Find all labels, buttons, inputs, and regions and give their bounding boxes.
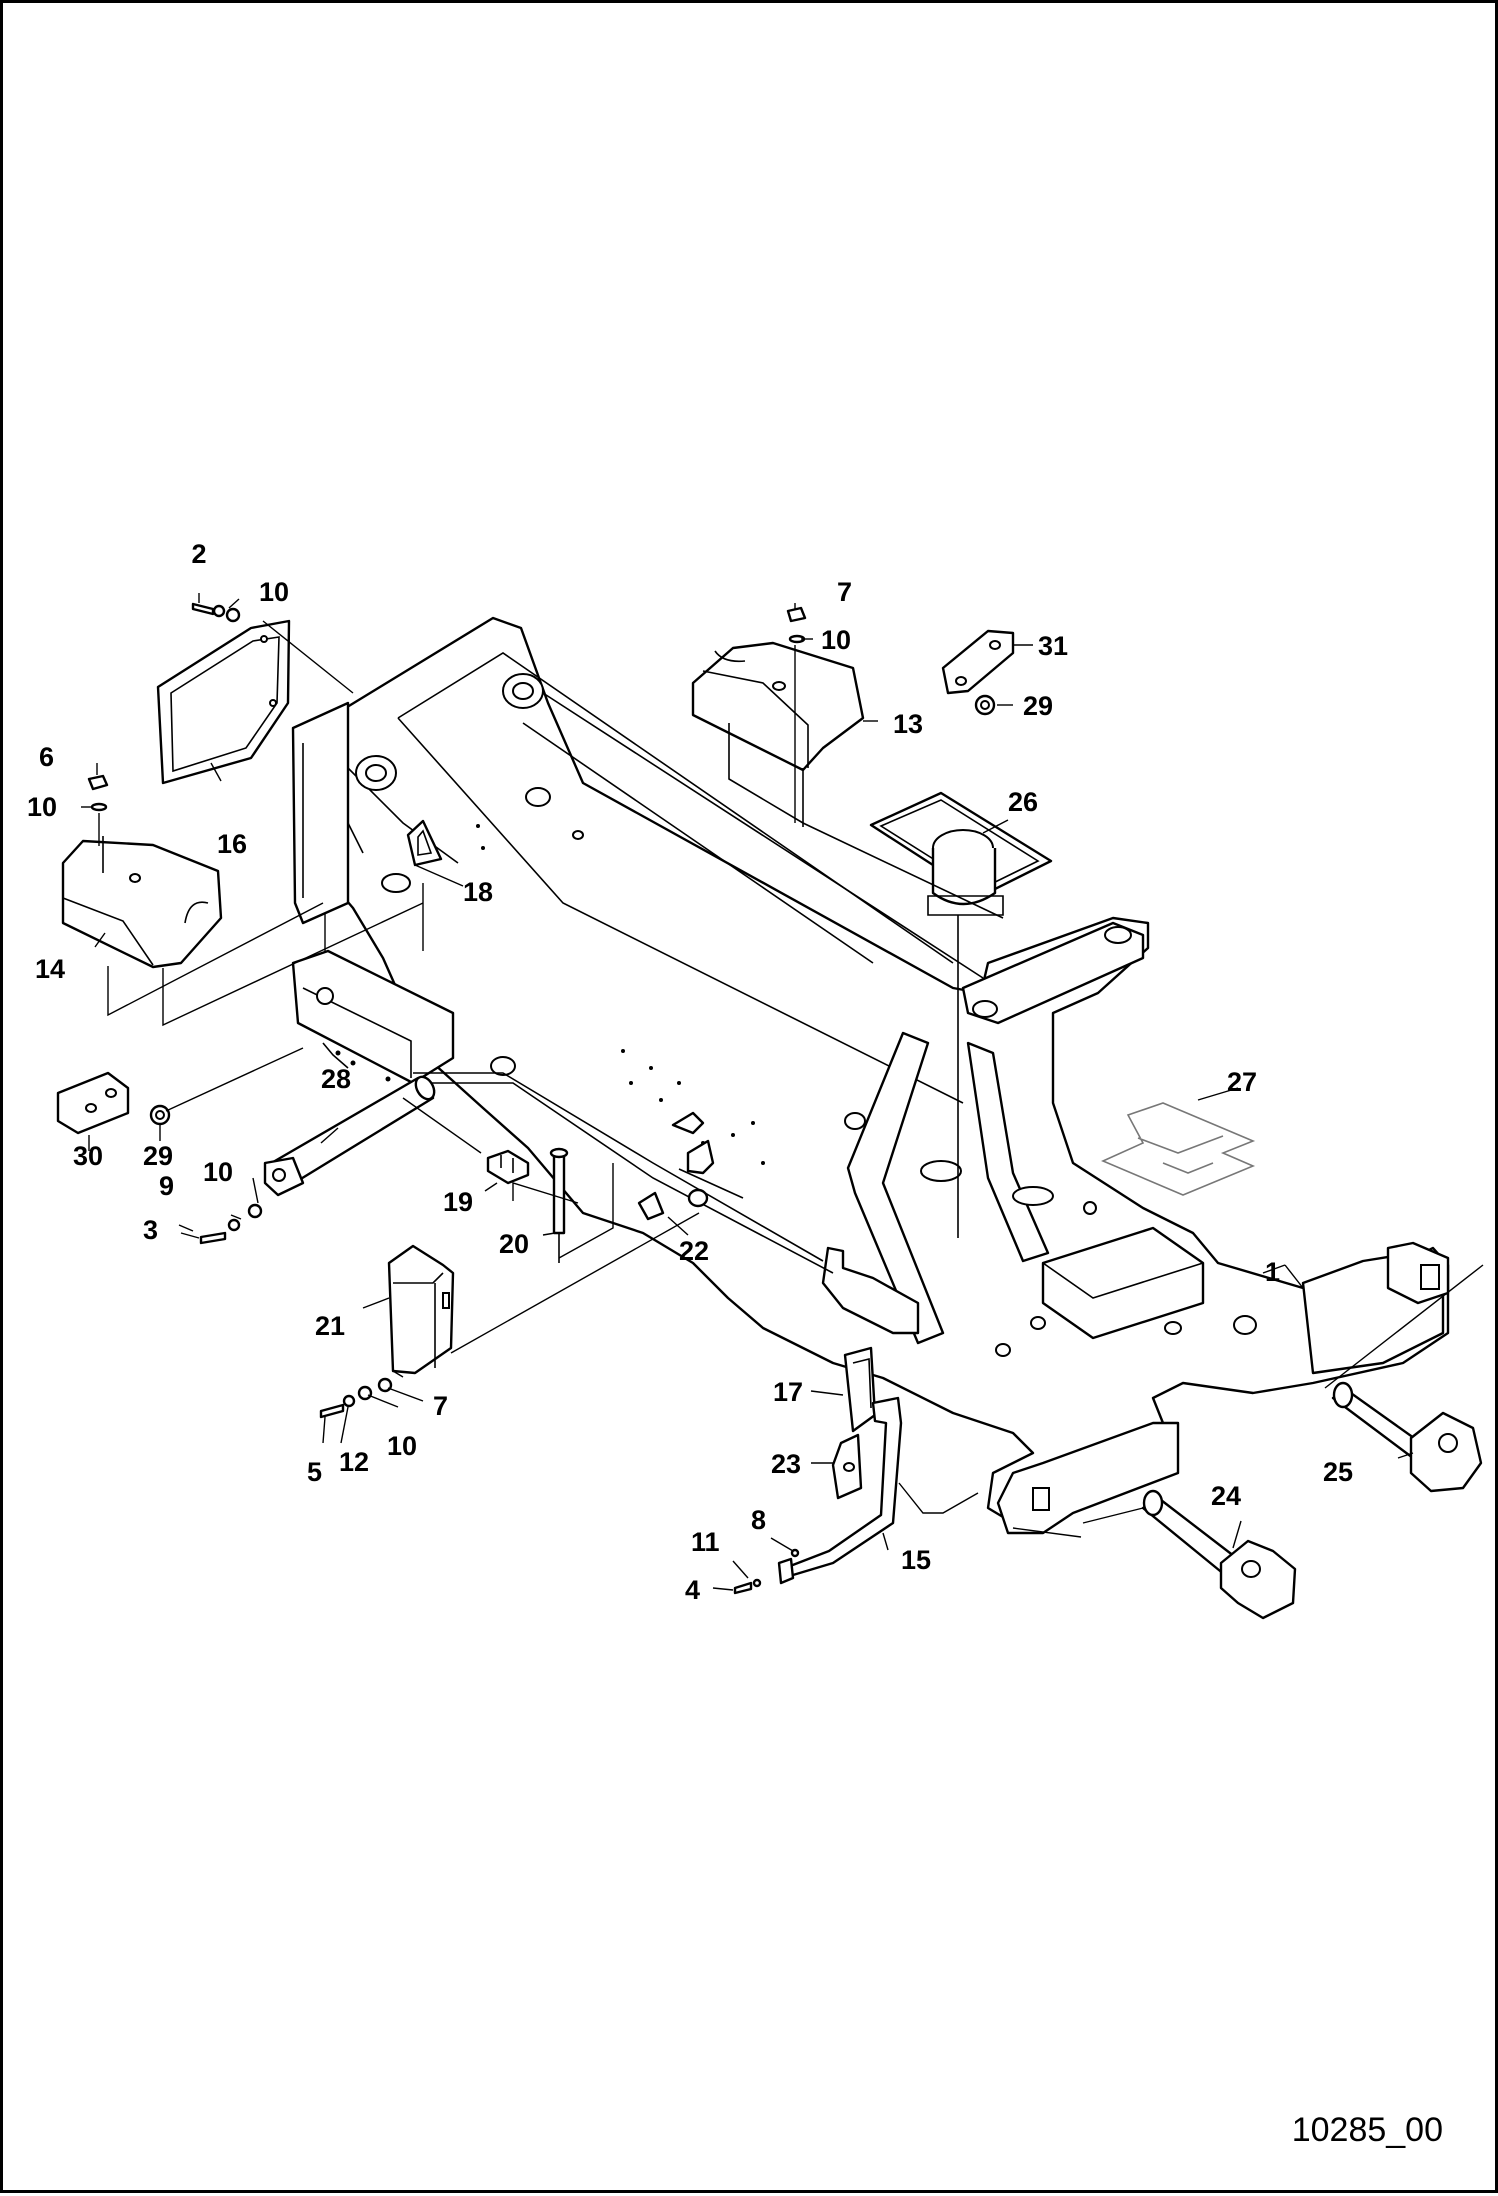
callout-11: 11 <box>691 1527 720 1557</box>
callout-9: 9 <box>159 1171 174 1201</box>
part-30-bracket <box>56 1071 171 1135</box>
callout-10: 10 <box>821 625 851 655</box>
callout-25: 25 <box>1323 1457 1353 1487</box>
exploded-parts-diagram: 2 10 16 6 10 14 18 7 10 13 31 29 26 30 2… <box>27 539 1484 2149</box>
callout-6: 6 <box>39 742 54 772</box>
callout-2: 2 <box>191 539 206 569</box>
callout-10: 10 <box>27 792 57 822</box>
callout-12: 12 <box>339 1447 369 1477</box>
part-23-pedal-plate <box>831 1433 863 1500</box>
callout-21: 21 <box>315 1311 345 1341</box>
part-20-pin <box>549 1147 569 1263</box>
callout-3: 3 <box>143 1215 158 1245</box>
callout-23: 23 <box>771 1449 801 1479</box>
main-frame <box>291 616 1450 1535</box>
callout-19: 19 <box>443 1187 473 1217</box>
callout-31: 31 <box>1038 631 1068 661</box>
callout-5: 5 <box>307 1457 322 1487</box>
figure-id: 10285_00 <box>1292 2111 1443 2149</box>
part-24-blade-pin <box>1141 1489 1297 1620</box>
callout-29: 29 <box>1023 691 1053 721</box>
callout-labels: 2 10 16 6 10 14 18 7 10 13 31 29 26 30 2… <box>27 539 1353 1605</box>
tray-assembly <box>291 949 834 1274</box>
part-28-tube <box>263 1075 436 1197</box>
part-27-floor-mat <box>1101 1102 1256 1196</box>
part-21-side-cover <box>387 1244 455 1375</box>
callout-18: 18 <box>463 877 493 907</box>
callout-30: 30 <box>73 1141 103 1171</box>
callout-14: 14 <box>35 954 65 984</box>
callout-15: 15 <box>901 1545 931 1575</box>
part-14-side-cover <box>61 836 223 969</box>
leader-lines <box>81 593 1484 1591</box>
part-22-clamp <box>637 1111 744 1221</box>
fasteners <box>87 602 807 1595</box>
part-13-top-cover <box>691 641 1004 919</box>
callout-27: 27 <box>1227 1067 1257 1097</box>
callout-26: 26 <box>1008 787 1038 817</box>
part-26-support-plate <box>869 791 1053 1238</box>
callout-7: 7 <box>837 577 852 607</box>
part-25-blade-pin <box>1331 1381 1483 1493</box>
callout-24: 24 <box>1211 1481 1241 1511</box>
callout-10: 10 <box>387 1431 417 1461</box>
part-19-latch <box>486 1149 530 1185</box>
part-31-bracket <box>941 629 1015 716</box>
part-18-triangle-plate <box>406 819 443 867</box>
callout-1: 1 <box>1265 1257 1280 1287</box>
part-17-pedal-pad <box>843 1346 877 1433</box>
callout-13: 13 <box>893 709 923 739</box>
callout-10: 10 <box>203 1157 233 1187</box>
callout-7: 7 <box>433 1391 448 1421</box>
callout-4: 4 <box>685 1575 700 1605</box>
callout-16: 16 <box>217 829 247 859</box>
callout-29: 29 <box>143 1141 173 1171</box>
callout-20: 20 <box>499 1229 529 1259</box>
callout-8: 8 <box>751 1505 766 1535</box>
callout-28: 28 <box>321 1064 351 1094</box>
part-16-window-frame <box>156 619 291 785</box>
callout-17: 17 <box>773 1377 803 1407</box>
callout-22: 22 <box>679 1236 709 1266</box>
callout-10: 10 <box>259 577 289 607</box>
part-15-pedal-rod <box>777 1396 903 1585</box>
